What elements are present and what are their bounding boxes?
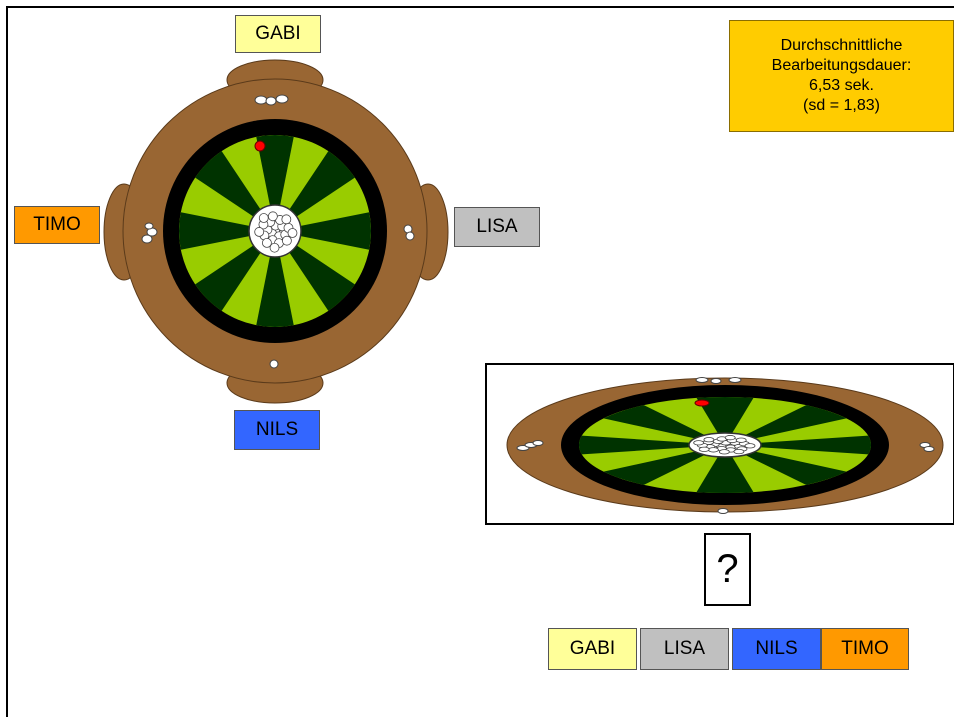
marbles-nils-bottom (269, 359, 279, 369)
hub-marble (703, 437, 715, 443)
dark-segment (275, 212, 371, 250)
question-box: ? (704, 533, 751, 606)
marbles-gabi-top (254, 94, 289, 106)
player-label-nils-text: NILS (255, 419, 299, 440)
red-marble-perspective (694, 399, 710, 407)
hub-marble (254, 227, 265, 237)
marbles-lisa-right (403, 224, 415, 241)
dark-segment (579, 435, 725, 455)
stats-line-3: 6,53 sek. (809, 77, 874, 94)
green-segments (179, 135, 371, 327)
hub-marble (733, 448, 745, 455)
dark-segment (725, 405, 847, 445)
answer-option-nils-text: NILS (755, 638, 798, 659)
dark-segment (179, 212, 275, 250)
hub-marble (735, 437, 747, 443)
hub-marble (693, 440, 705, 446)
answer-option-gabi-text: GABI (569, 638, 616, 659)
green-segments-perspective (579, 396, 872, 494)
dark-segment (725, 435, 872, 455)
dark-segment (603, 405, 725, 445)
red-marble-top-view (254, 140, 266, 152)
hub-marble (281, 235, 292, 246)
player-label-lisa-text: LISA (476, 216, 518, 237)
dark-segment (696, 396, 754, 445)
player-label-nils: NILS (234, 410, 320, 450)
hub-marble (698, 446, 710, 452)
answer-option-timo[interactable]: TIMO (821, 628, 909, 670)
player-label-timo: TIMO (14, 206, 100, 244)
hub-marble (262, 237, 272, 248)
stats-line-1: Durchschnittliche (780, 37, 903, 54)
dark-segment (195, 151, 275, 231)
dark-segment (725, 445, 847, 485)
center-marble-pile-perspective (693, 435, 756, 455)
center-marble-pile (254, 211, 298, 253)
marbles-timo-left (141, 222, 158, 244)
processing-time-box: Durchschnittliche Bearbeitungsdauer: 6,5… (729, 20, 954, 132)
answer-option-gabi[interactable]: GABI (548, 628, 637, 670)
dark-segment (275, 151, 355, 231)
answer-option-lisa[interactable]: LISA (640, 628, 729, 670)
dark-segment (275, 231, 355, 311)
dark-segment (696, 445, 754, 494)
hub-marble (267, 211, 278, 222)
dark-segment (256, 135, 294, 231)
hub-marble (281, 214, 292, 225)
dark-segment (256, 231, 294, 327)
marbles-left-perspective (516, 440, 544, 451)
question-mark: ? (716, 547, 739, 591)
marbles-bottom-perspective (717, 508, 729, 514)
frame-left-border (6, 6, 8, 717)
player-label-gabi-text: GABI (255, 23, 301, 44)
hub-marble (269, 242, 280, 253)
marbles-top-perspective (695, 377, 742, 384)
stats-line-4: (sd = 1,83) (803, 97, 880, 114)
hub-marble (724, 435, 736, 441)
dark-segment (603, 445, 725, 485)
hub-marble (744, 443, 756, 449)
player-label-gabi: GABI (235, 15, 321, 53)
top-view-board (103, 59, 449, 404)
answer-option-lisa-text: LISA (663, 638, 706, 659)
stats-line-2: Bearbeitungsdauer: (771, 57, 912, 74)
marbles-right-perspective (919, 442, 935, 452)
answer-option-timo-text: TIMO (841, 638, 889, 659)
hub-marble (287, 228, 298, 238)
hub-marble (718, 449, 730, 455)
frame-top-border (6, 6, 954, 8)
player-label-timo-text: TIMO (33, 214, 81, 235)
answer-option-nils[interactable]: NILS (732, 628, 821, 670)
hub-marble (258, 213, 269, 223)
dark-segment (195, 231, 275, 311)
perspective-view-board (506, 377, 944, 514)
hub-marble (708, 447, 719, 453)
player-label-lisa: LISA (454, 207, 540, 247)
